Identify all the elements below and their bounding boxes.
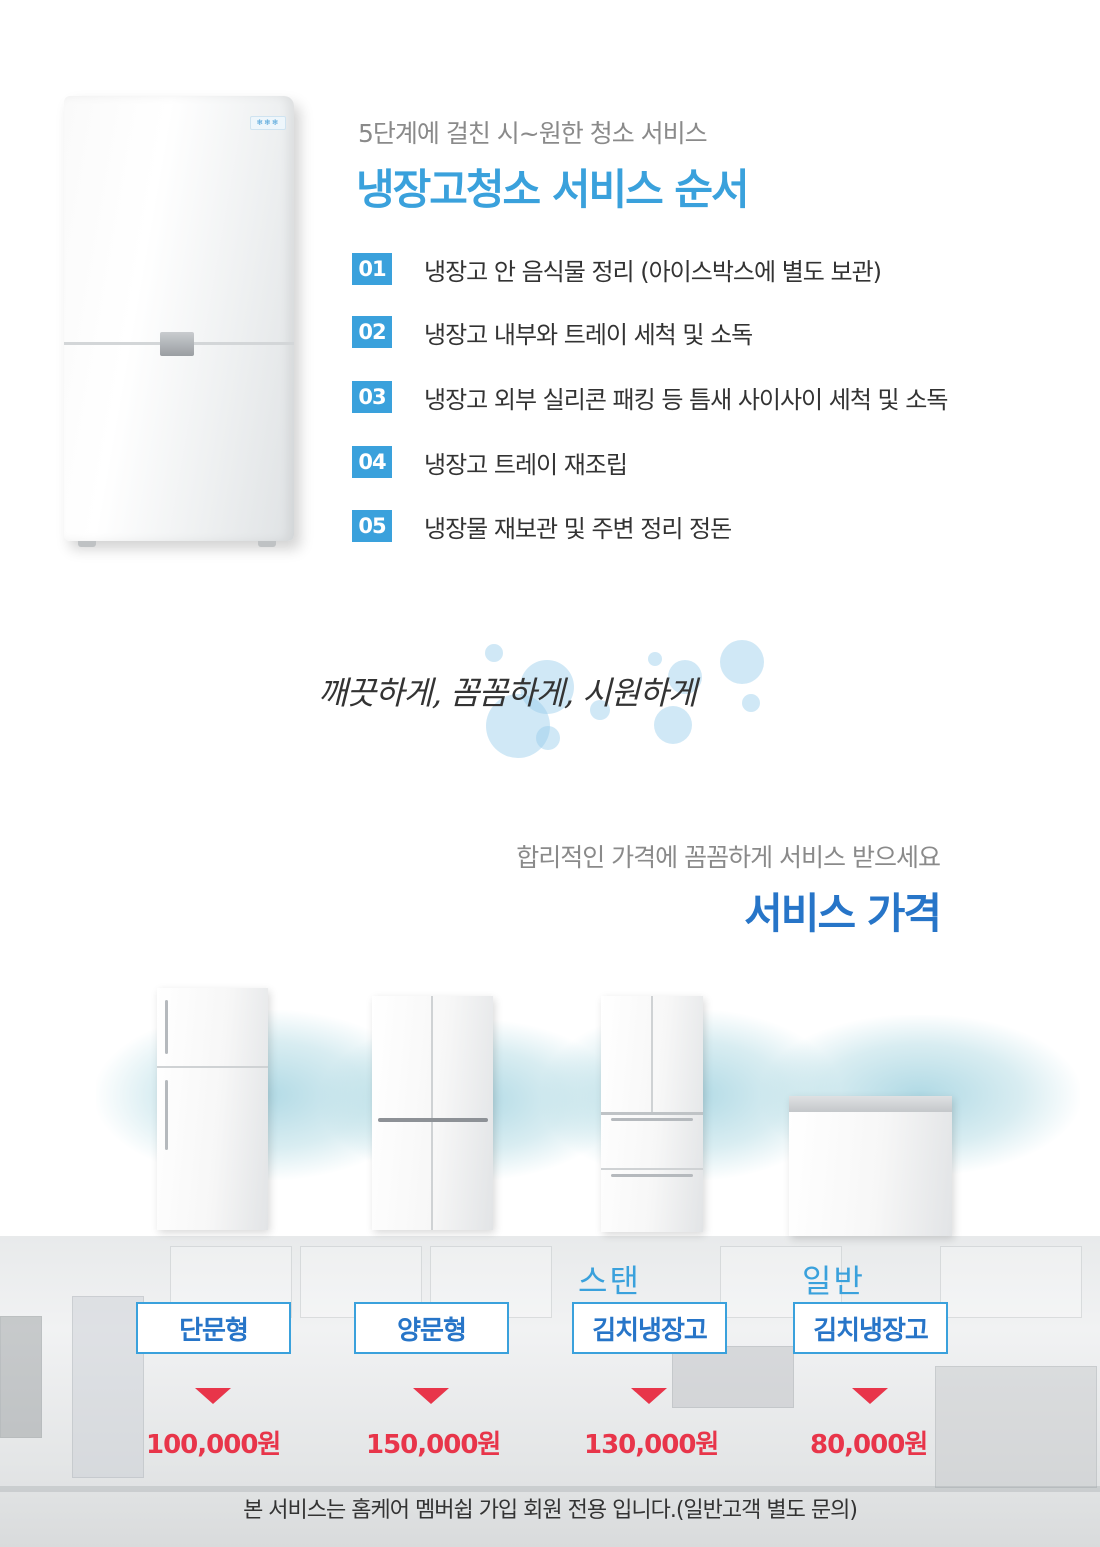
price-value: 80,000원	[810, 1430, 928, 1460]
price-item-label: 김치냉장고	[572, 1302, 727, 1354]
step-text: 냉장고 외부 실리콘 패킹 등 틈새 사이사이 세척 및 소독	[424, 385, 948, 414]
price-value: 100,000원	[146, 1430, 281, 1460]
fridge-handle	[160, 332, 194, 356]
steps-subtitle: 5단계에 걸친 시~원한 청소 서비스	[358, 119, 708, 148]
step-number: 02	[352, 316, 392, 348]
arrow-down-icon	[195, 1388, 231, 1404]
step-item: 04 냉장고 트레이 재조립	[352, 443, 628, 481]
price-item-prefix: 일반	[802, 1262, 865, 1300]
arrow-down-icon	[852, 1388, 888, 1404]
step-text: 냉장고 안 음식물 정리 (아이스박스에 별도 보관)	[424, 257, 882, 286]
kitchen-background	[0, 1236, 1100, 1547]
step-item: 03 냉장고 외부 실리콘 패킹 등 틈새 사이사이 세척 및 소독	[352, 378, 948, 416]
price-title: 서비스 가격	[744, 889, 942, 938]
step-number: 05	[352, 510, 392, 542]
fridge-foot	[258, 541, 276, 547]
refrigerator-illustration: ❄❄❄	[64, 96, 294, 547]
step-text: 냉장고 트레이 재조립	[424, 450, 628, 479]
arrow-down-icon	[413, 1388, 449, 1404]
lid-kimchi-fridge-image	[789, 1096, 952, 1236]
price-value: 130,000원	[584, 1430, 719, 1460]
stand-kimchi-fridge-image	[601, 996, 703, 1232]
step-number: 01	[352, 253, 392, 285]
side-by-side-fridge-image	[372, 996, 493, 1230]
slogan-text: 깨끗하게, 꼼꼼하게, 시원하게	[318, 674, 697, 712]
price-item-prefix: 스탠	[578, 1262, 641, 1300]
step-item: 05 냉장물 재보관 및 주변 정리 정돈	[352, 507, 732, 545]
membership-footnote: 본 서비스는 홈케어 멤버쉽 가입 회원 전용 입니다.(일반고객 별도 문의)	[243, 1498, 858, 1523]
fridge-foot	[78, 541, 96, 547]
arrow-down-icon	[631, 1388, 667, 1404]
price-item-label: 김치냉장고	[793, 1302, 948, 1354]
step-number: 03	[352, 381, 392, 413]
single-door-fridge-image	[157, 988, 268, 1230]
price-value: 150,000원	[366, 1430, 501, 1460]
price-item-label: 단문형	[136, 1302, 291, 1354]
price-item-label: 양문형	[354, 1302, 509, 1354]
price-subtitle: 합리적인 가격에 꼼꼼하게 서비스 받으세요	[516, 843, 941, 872]
fridge-control-panel: ❄❄❄	[250, 116, 286, 130]
step-number: 04	[352, 446, 392, 478]
step-item: 02 냉장고 내부와 트레이 세척 및 소독	[352, 313, 753, 351]
step-text: 냉장고 내부와 트레이 세척 및 소독	[424, 320, 753, 349]
step-text: 냉장물 재보관 및 주변 정리 정돈	[424, 514, 732, 543]
steps-title: 냉장고청소 서비스 순서	[356, 165, 750, 214]
step-item: 01 냉장고 안 음식물 정리 (아이스박스에 별도 보관)	[352, 250, 882, 288]
